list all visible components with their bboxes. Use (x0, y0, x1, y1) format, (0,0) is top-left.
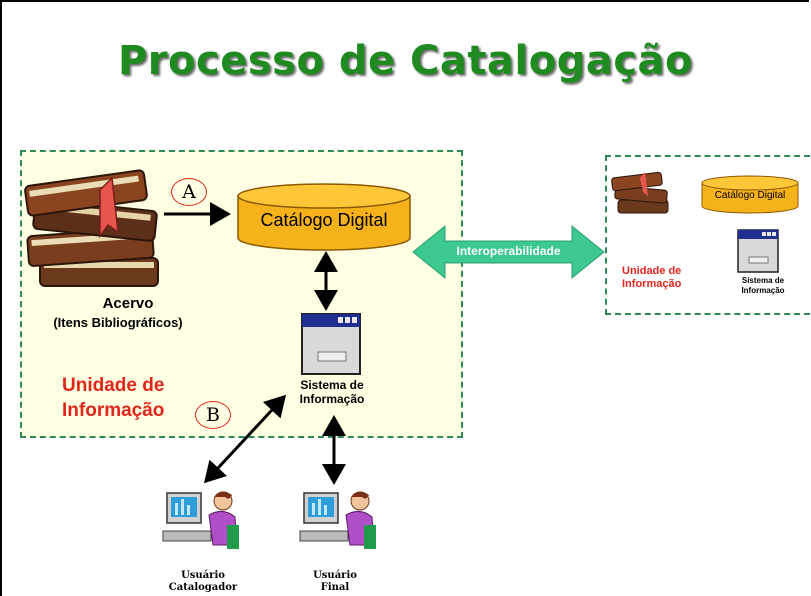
marker-b: B (195, 401, 231, 429)
remote-catalog-label: Catálogo Digital (714, 190, 786, 201)
cataloger-line1: Usuário (181, 570, 225, 581)
cataloger-line2: Catalogador (168, 582, 238, 593)
information-system-window-icon (301, 313, 361, 375)
remote-unit-line1: Unidade de (622, 265, 682, 277)
final-user-label: Usuário Final (300, 570, 370, 594)
remote-system-line1: Sistema de (741, 276, 785, 285)
remote-system-line2: Informação (741, 286, 785, 295)
final-line2: Final (320, 582, 350, 593)
remote-unit-line2: Informação (622, 278, 682, 290)
interoperability-label: Interoperabilidade (456, 244, 561, 258)
remote-system-label: Sistema de Informação (728, 276, 798, 296)
cataloger-user-icon (162, 491, 239, 549)
remote-catalog-database-icon (701, 175, 799, 214)
remote-information-unit-region (605, 155, 811, 315)
final-line1: Usuário (313, 570, 357, 581)
catalog-database-icon (237, 183, 411, 251)
interoperability-double-arrow (412, 224, 605, 280)
slide-title: Processo de Catalogação (117, 38, 694, 84)
system-line2: Informação (299, 392, 365, 406)
acervo-subtitle: (Itens Bibliográficos) (53, 315, 183, 330)
final-user-icon (299, 491, 376, 549)
local-unit-line1: Unidade de (62, 375, 165, 396)
local-unit-label: Unidade de Informação (62, 373, 164, 423)
arrow-system-cataloger (203, 394, 287, 484)
remote-system-window-icon (737, 229, 779, 273)
books-icon (24, 169, 159, 287)
marker-a: A (171, 178, 207, 206)
local-unit-line2: Informação (62, 400, 165, 421)
catalog-label: Catálogo Digital (260, 210, 388, 230)
system-label: Sistema de Informação (282, 378, 382, 406)
remote-unit-label: Unidade de Informação (622, 265, 681, 291)
remote-books-icon (611, 171, 669, 214)
system-line1: Sistema de (300, 378, 364, 392)
cataloger-user-label: Usuário Catalogador (160, 570, 246, 594)
acervo-label: Acervo (102, 295, 154, 312)
